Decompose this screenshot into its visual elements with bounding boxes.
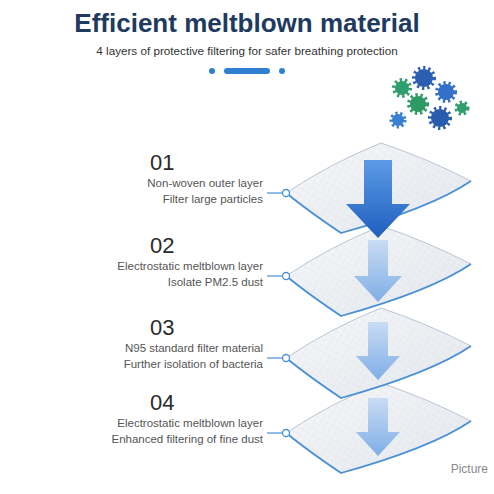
layer-description: Enhanced filtering of fine dust bbox=[111, 433, 263, 447]
decor-dot bbox=[279, 68, 285, 74]
layer-description: Filter large particles bbox=[163, 193, 263, 207]
subtitle: 4 layers of protective filtering for saf… bbox=[0, 44, 494, 58]
callout-number: 04 bbox=[150, 390, 174, 416]
layer-description: N95 standard filter material bbox=[125, 342, 263, 356]
decor-dot bbox=[209, 68, 215, 74]
virus-cluster bbox=[392, 69, 467, 127]
layer-description: Electrostatic meltblown layer bbox=[117, 417, 263, 431]
title: Efficient meltblown material bbox=[0, 8, 494, 39]
decor-bar bbox=[224, 68, 270, 74]
filter-layer bbox=[283, 226, 472, 316]
callout-number: 03 bbox=[150, 315, 174, 341]
callout-number: 01 bbox=[150, 150, 174, 176]
leader-lines bbox=[267, 193, 282, 433]
filter-layer bbox=[283, 308, 472, 398]
layer-description: Isolate PM2.5 dust bbox=[168, 276, 263, 290]
callout-number: 02 bbox=[150, 233, 174, 259]
layer-description: Electrostatic meltblown layer bbox=[117, 260, 263, 274]
watermark: Picture bbox=[451, 462, 488, 476]
layer-description: Further isolation of bacteria bbox=[124, 358, 263, 372]
filter-layer bbox=[283, 143, 472, 238]
layer-description: Non-woven outer layer bbox=[147, 177, 263, 191]
filter-layer bbox=[283, 383, 472, 473]
